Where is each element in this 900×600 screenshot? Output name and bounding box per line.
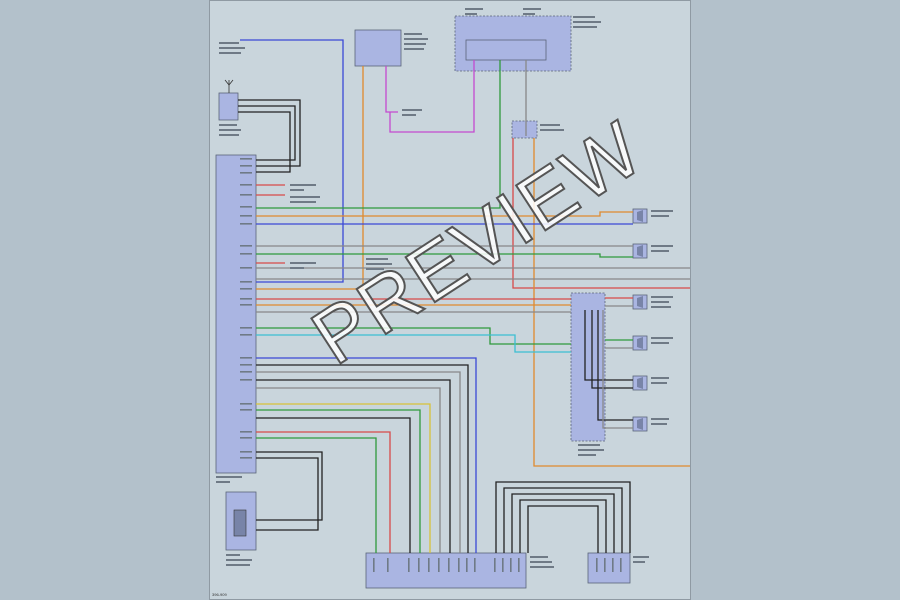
connector-pin-labels xyxy=(373,558,622,572)
antenna-mast-icon xyxy=(224,79,234,86)
speaker-rear-3 xyxy=(632,375,648,391)
speaker-rear-4 xyxy=(632,416,648,432)
unit-pin-labels xyxy=(240,158,252,459)
lower-control-connector xyxy=(365,552,527,589)
page-code: 396-909 xyxy=(212,592,227,597)
speaker-rear-2 xyxy=(632,335,648,351)
speaker-front-left xyxy=(632,243,648,259)
bluetooth-icon xyxy=(233,509,247,537)
lower-right-connector xyxy=(587,552,631,584)
radio-antenna-box xyxy=(218,92,239,121)
component-labels xyxy=(216,8,673,568)
wire-bundle xyxy=(238,39,690,553)
bluetooth-module-box xyxy=(225,491,257,551)
audio-unit-connector xyxy=(215,154,257,474)
fuse-block-body xyxy=(465,39,547,61)
display-unit-box xyxy=(354,29,402,67)
amplifier-unit-box xyxy=(570,292,606,442)
speaker-rear-1 xyxy=(632,294,648,310)
junction-connector-box xyxy=(511,120,538,139)
speaker-front-right xyxy=(632,208,648,224)
